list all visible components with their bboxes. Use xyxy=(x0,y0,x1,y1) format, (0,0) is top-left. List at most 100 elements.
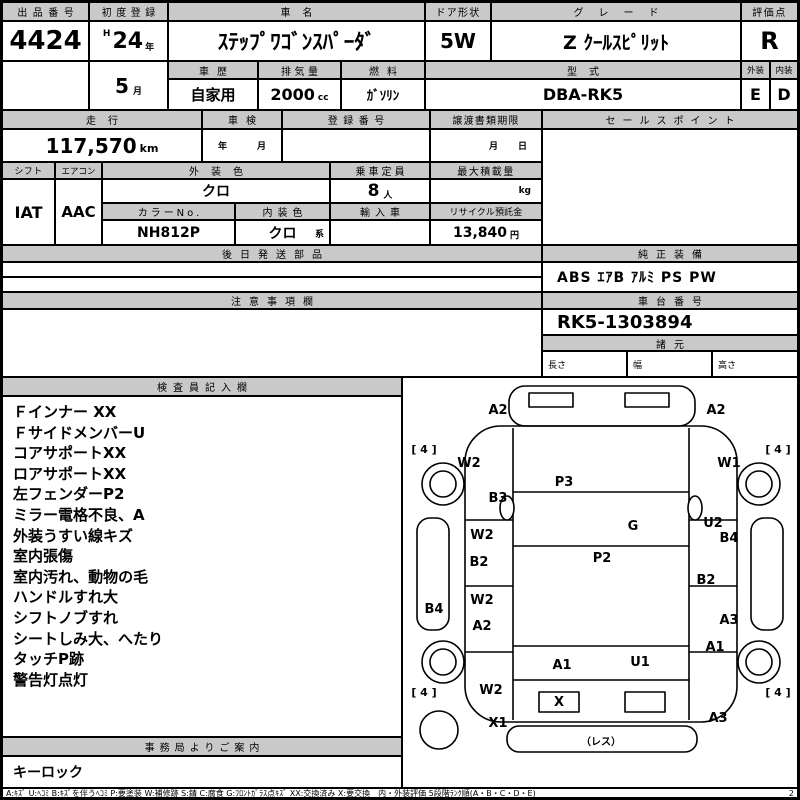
damage-code: W2 xyxy=(470,528,493,543)
shaken-year-label: 年 xyxy=(217,142,227,152)
transfer-day-label: 日 xyxy=(517,142,527,152)
rear-right-wheel-inner xyxy=(745,648,773,676)
office-notice-value: キーロック xyxy=(2,756,402,788)
month-suffix-label: 月 xyxy=(132,87,142,97)
left-mirror xyxy=(499,495,515,521)
legend-text: A:ｷｽﾞ U:ﾍｺﾐ B:ｷｽﾞを伴うﾍｺﾐ P:要塗装 W:補修跡 S:錆 … xyxy=(6,788,536,798)
damage-code: U1 xyxy=(630,655,650,670)
max-load-value: kg xyxy=(430,179,542,203)
inspection-note-line: 左フェンダーP2 xyxy=(13,485,125,504)
inspection-note-line: 警告灯点灯 xyxy=(13,670,89,689)
interior-grade-label: 内装 xyxy=(770,61,798,79)
damage-code: B4 xyxy=(720,531,739,546)
first-registration-label: 初度登録 xyxy=(89,2,168,21)
aircon-label: エアコン xyxy=(55,162,102,179)
later-parts-row-2 xyxy=(2,277,542,292)
damage-code: A3 xyxy=(719,613,738,628)
interior-color-value: クロ 系 xyxy=(235,220,330,245)
registration-month: 5 xyxy=(115,73,129,98)
damage-code: W2 xyxy=(457,456,480,471)
car-name-value: ｽﾃｯﾌﾟﾜｺﾞﾝｽﾊﾟｰﾀﾞ xyxy=(168,21,425,61)
dimensions-label: 諸元 xyxy=(542,335,798,351)
max-load-label: 最大積載量 xyxy=(430,162,542,179)
taillight-right-box xyxy=(624,691,666,713)
office-notice-label: 事務局よりご案内 xyxy=(2,737,402,756)
shift-label: シフト xyxy=(2,162,55,179)
aircon-value: AAC xyxy=(55,179,102,245)
height-label: 高さ xyxy=(718,360,737,371)
era-year: 24 xyxy=(112,28,144,54)
grade-value: Z ｸｰﾙｽﾋﾟﾘｯﾄ xyxy=(491,21,741,61)
capacity-number: 8 xyxy=(367,181,380,201)
exterior-color-value: クロ xyxy=(102,179,330,203)
color-number-value: NH812P xyxy=(102,220,235,245)
mileage-value: 117,570 km xyxy=(2,129,202,162)
inspection-note-line: ロアサポートXX xyxy=(13,464,127,483)
damage-code: U2 xyxy=(703,516,723,531)
inspection-note-line: 室内汚れ、動物の毛 xyxy=(13,567,149,586)
damage-code: A1 xyxy=(552,658,571,673)
model-code-value: DBA-RK5 xyxy=(425,79,741,110)
interior-color-name: クロ xyxy=(268,225,297,242)
right-sill-panel xyxy=(750,517,784,631)
exterior-grade-value: E xyxy=(741,79,770,110)
first-registration-year-cell: H 24 年 xyxy=(89,21,168,61)
car-body-outline xyxy=(464,425,738,723)
door-shape-value: 5W xyxy=(425,21,491,61)
inspection-note-line: 室内張傷 xyxy=(13,547,74,566)
later-parts-label: 後日発送部品 xyxy=(2,245,542,262)
damage-code: [ 4 ] xyxy=(411,686,436,699)
damage-code: X1 xyxy=(488,716,507,731)
damage-code: [ 4 ] xyxy=(411,443,436,456)
recycle-deposit-value: 13,840 円 xyxy=(430,220,542,245)
damage-code: A3 xyxy=(708,711,727,726)
transfer-docs-deadline-label: 譲渡書類期限 xyxy=(430,110,542,129)
lot-number-label: 出品番号 xyxy=(2,2,89,21)
exterior-grade-label: 外装 xyxy=(741,61,770,79)
registration-number-label: 登録番号 xyxy=(282,110,430,129)
damage-code: B4 xyxy=(425,602,444,617)
inspection-note-line: シートしみ大、へたり xyxy=(13,629,164,648)
score-value: R xyxy=(741,21,798,61)
shaken-month-label: 月 xyxy=(256,142,266,152)
damage-code: [ 4 ] xyxy=(765,443,790,456)
displacement-number: 2000 xyxy=(270,85,315,104)
recycle-fee-number: 13,840 xyxy=(452,224,507,241)
inspection-note-line: コアサポートXX xyxy=(13,444,127,463)
lot-number-value: 4424 xyxy=(2,21,89,61)
front-right-wheel-inner xyxy=(745,470,773,498)
displacement-unit: cc xyxy=(317,92,329,103)
damage-code: A1 xyxy=(705,640,724,655)
damage-code: W1 xyxy=(717,456,740,471)
sales-point-label: セールスポイント xyxy=(542,110,798,129)
height-cell: 高さ xyxy=(712,351,798,377)
legend-bar: A:ｷｽﾞ U:ﾍｺﾐ B:ｷｽﾞを伴うﾍｺﾐ P:要塗装 W:補修跡 S:錆 … xyxy=(2,788,798,798)
exterior-color-label: 外装色 xyxy=(102,162,330,179)
inspection-expiry-value: 年 月 xyxy=(202,129,282,162)
damage-code: [ 4 ] xyxy=(765,686,790,699)
page-number: 2 xyxy=(788,788,794,798)
inspection-note-line: ミラー電格不良、A xyxy=(13,505,145,524)
taillight-left-box xyxy=(538,691,580,713)
recycle-deposit-label: リサイクル預託金 xyxy=(430,203,542,220)
registration-number-value xyxy=(282,129,430,162)
inspection-note-line: タッチP跡 xyxy=(13,650,84,669)
caution-notes-area xyxy=(2,309,542,377)
mileage-label: 走行 xyxy=(2,110,202,129)
interior-color-label: 内装色 xyxy=(235,203,330,220)
displacement-value: 2000 cc xyxy=(258,79,341,110)
era-prefix: H xyxy=(102,29,111,39)
displacement-label: 排気量 xyxy=(258,61,341,79)
length-cell: 長さ xyxy=(542,351,627,377)
interior-grade-value: D xyxy=(770,79,798,110)
front-left-wheel-inner xyxy=(429,470,457,498)
recycle-fee-unit: 円 xyxy=(510,231,520,241)
inspection-note-line: Ｆインナー XX xyxy=(13,403,117,421)
history-value: 自家用 xyxy=(168,79,258,110)
damage-code: P2 xyxy=(593,551,612,566)
grade-label: グレード xyxy=(491,2,741,21)
interior-color-suffix: 系 xyxy=(314,230,324,240)
